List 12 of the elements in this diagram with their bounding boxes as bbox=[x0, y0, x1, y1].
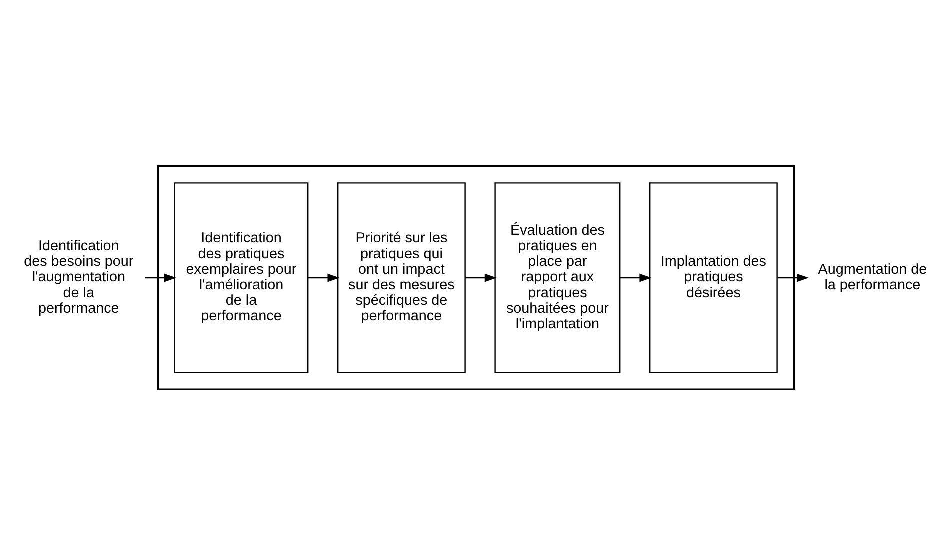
node-text: Augmentation de la performance bbox=[818, 262, 928, 294]
node-box: Priorité sur les pratiques qui ont un impact sur des mesures spécifiques de performance bbox=[338, 182, 466, 374]
node-box: Implantation des pratiques désirées bbox=[650, 182, 778, 374]
arrow bbox=[465, 274, 497, 282]
arrow bbox=[778, 274, 809, 282]
arrow bbox=[308, 274, 340, 282]
arrow bbox=[145, 274, 176, 282]
node-box: Évaluation des pratiques en place par rapport aux pratiques souhaitées pour l'implantation bbox=[494, 182, 621, 374]
node-box: Identification des pratiques exemplaires pour l'amélioration de la performance bbox=[174, 182, 309, 374]
node-text: Identification des besoins pour l'augmentation de la performance bbox=[24, 238, 134, 317]
cluster bbox=[157, 166, 795, 390]
arrow bbox=[620, 274, 652, 282]
